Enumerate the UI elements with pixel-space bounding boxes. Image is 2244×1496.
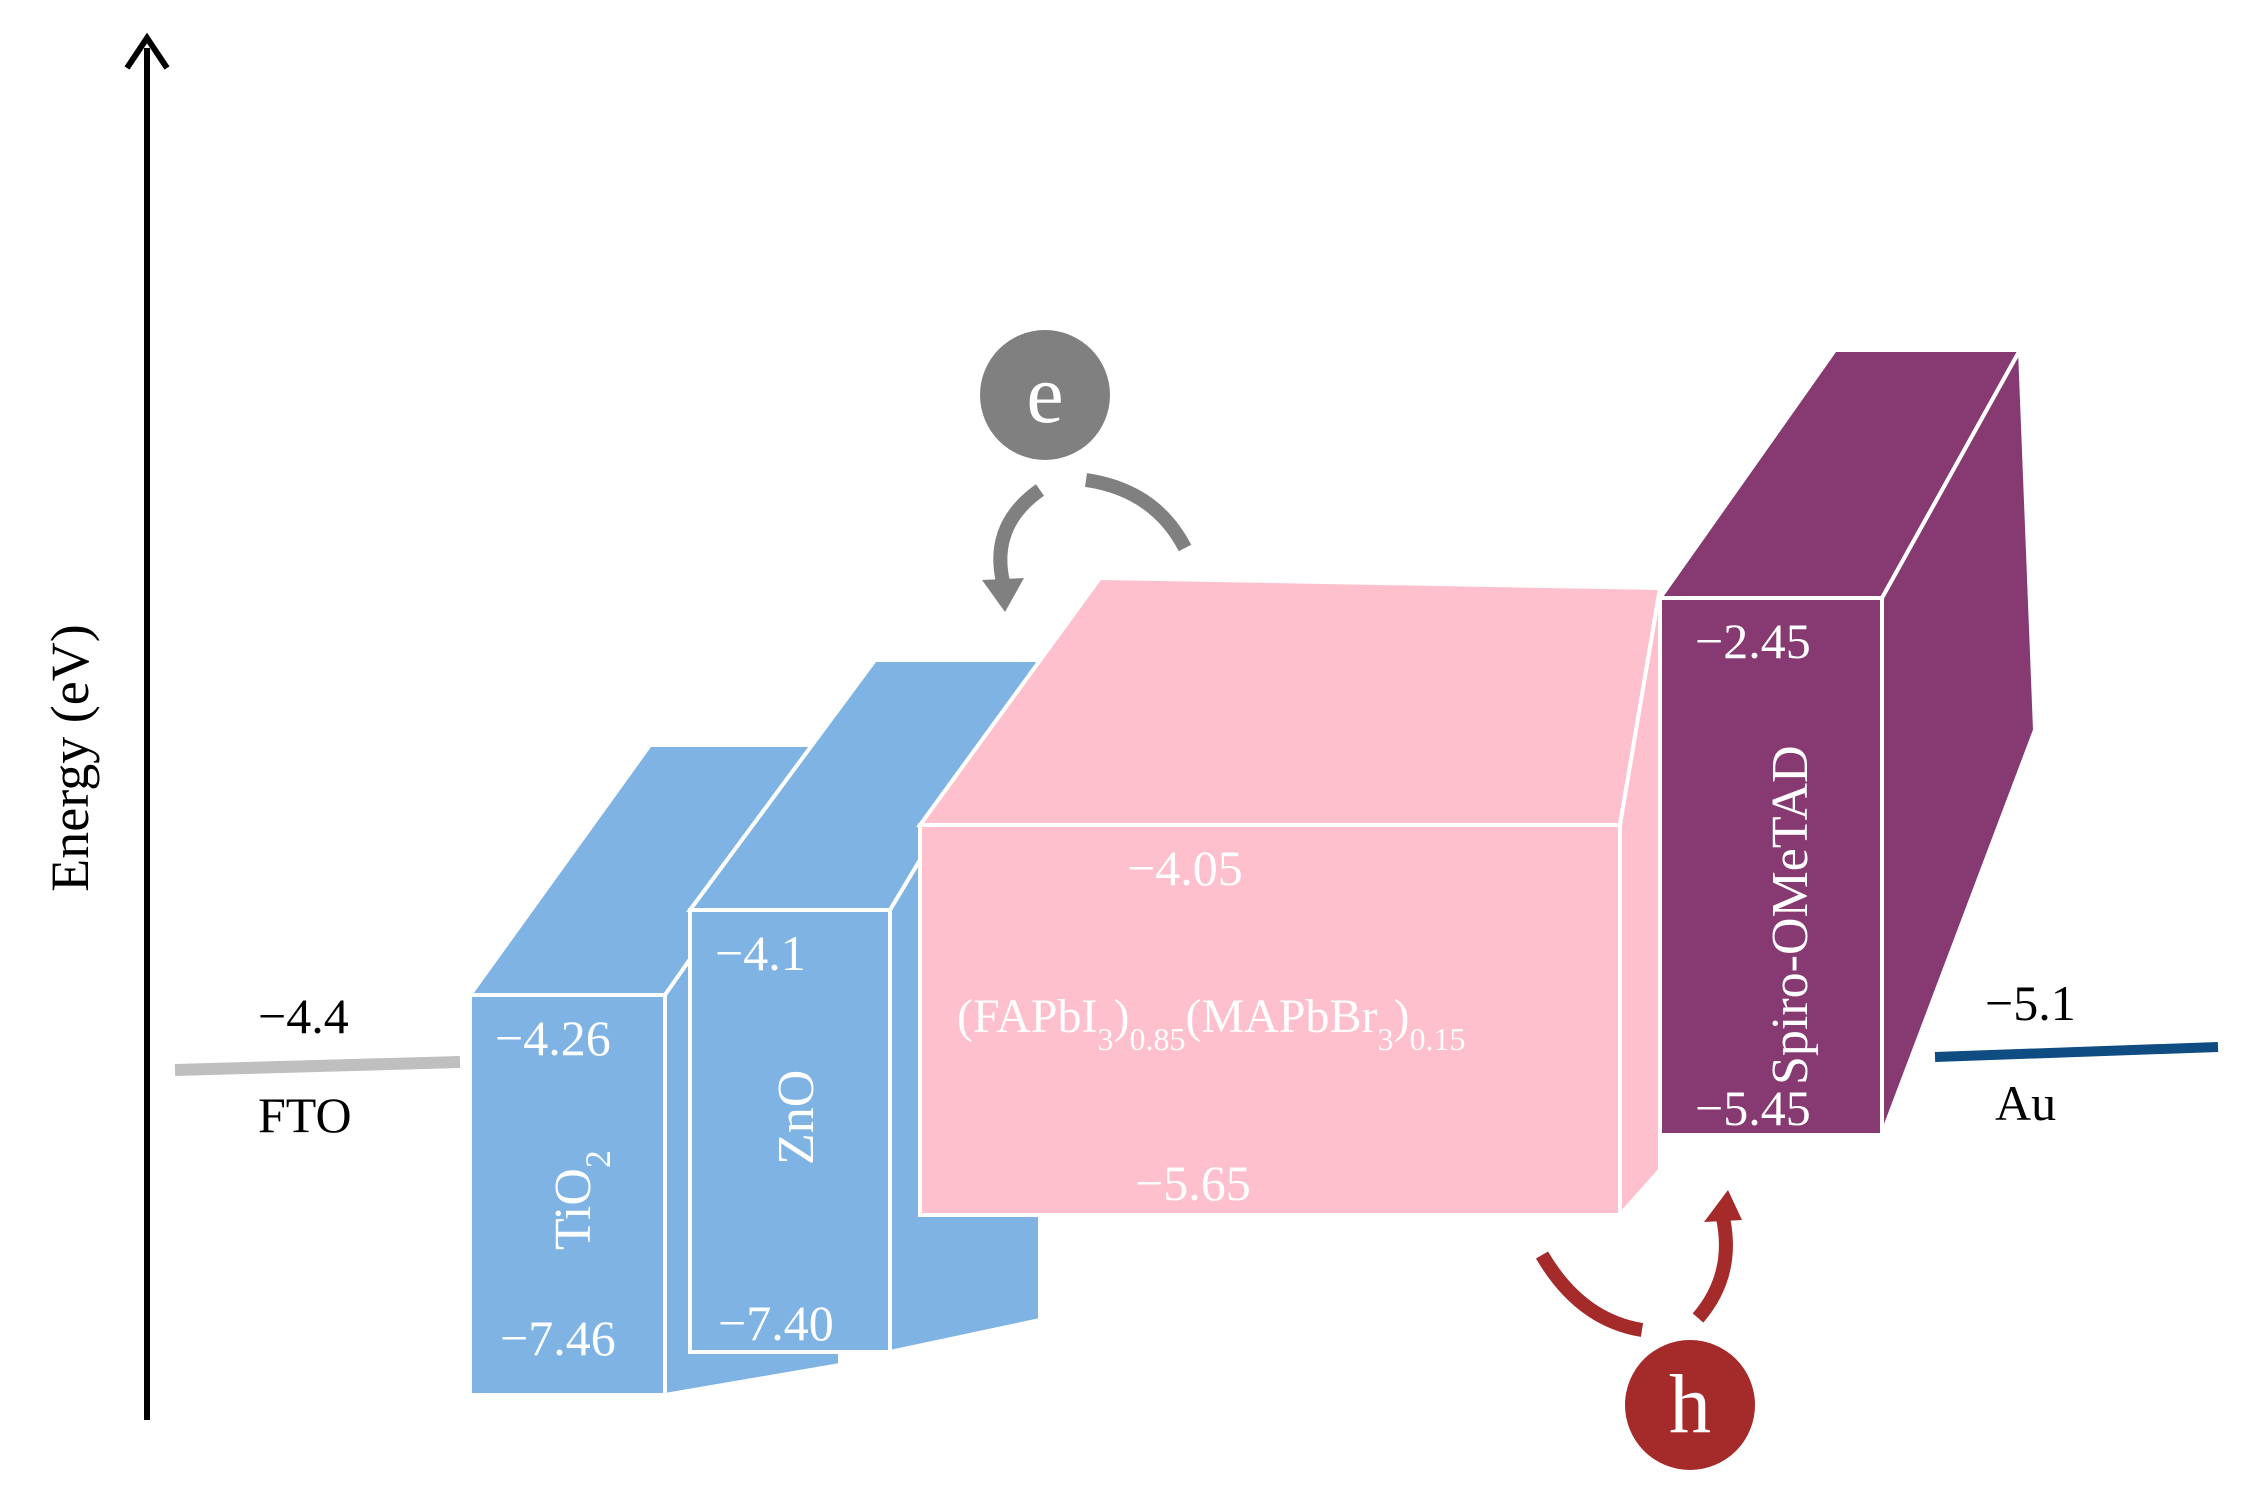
au-level-value: −5.1	[1985, 975, 2076, 1031]
spiro-layer: −2.45 −5.45 Spiro-OMeTAD	[1656, 342, 2038, 1137]
fto-label: FTO	[258, 1087, 352, 1143]
hole-badge	[1625, 1340, 1755, 1470]
au-level-line	[1934, 1042, 2219, 1062]
electron-arrow-left-arc	[993, 484, 1045, 584]
perovskite-top-value: −4.05	[1127, 840, 1243, 896]
hole-symbol: h	[1669, 1358, 1711, 1451]
perovskite-name: (FAPbI3)0.85(MAPbBr3)0.15	[957, 990, 1465, 1057]
zno-top-value: −4.1	[715, 925, 806, 981]
hole-arrowhead	[1704, 1190, 1742, 1222]
fto-level-value: −4.4	[258, 988, 349, 1044]
hole-arrow-right-arc	[1692, 1216, 1733, 1323]
axis-label: Energy (eV)	[40, 624, 100, 891]
hole-transfer: h	[1535, 1190, 1755, 1470]
electron-arrow-right-arc	[1084, 473, 1192, 552]
spiro-bottom-value: −5.45	[1695, 1080, 1811, 1136]
electron-symbol: e	[1026, 348, 1063, 441]
zno-name: ZnO	[768, 1070, 825, 1165]
electron-transfer: e	[980, 330, 1192, 612]
spiro-top-value: −2.45	[1695, 613, 1811, 669]
perovskite-layer: −4.05 −5.65 (FAPbI3)0.85(MAPbBr3)0.15	[916, 575, 1663, 1221]
tio2-top-value: −4.26	[495, 1010, 611, 1066]
spiro-name: Spiro-OMeTAD	[1762, 745, 1819, 1085]
au-label: Au	[1995, 1075, 2056, 1131]
tio2-bottom-value: −7.46	[500, 1310, 616, 1366]
tio2-name: TiO2	[545, 1150, 618, 1250]
electron-arrowhead	[982, 578, 1024, 612]
energy-axis-arrowhead	[124, 32, 170, 70]
fto-level-line	[174, 1056, 461, 1076]
electron-badge	[980, 330, 1110, 460]
zno-bottom-value: −7.40	[718, 1295, 834, 1351]
perovskite-bottom-value: −5.65	[1135, 1155, 1251, 1211]
hole-arrow-left-arc	[1535, 1251, 1644, 1337]
